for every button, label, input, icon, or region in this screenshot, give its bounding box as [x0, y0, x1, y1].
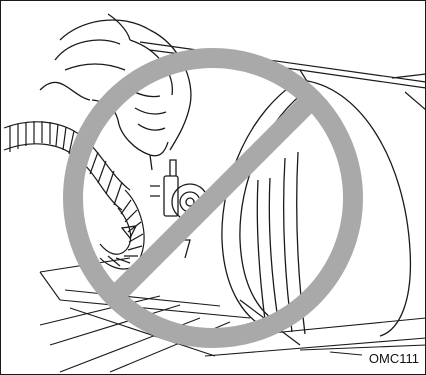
figure-code: OMC111 [368, 352, 420, 366]
figure-code-leader [330, 352, 362, 355]
prohibition-icon [73, 58, 353, 338]
